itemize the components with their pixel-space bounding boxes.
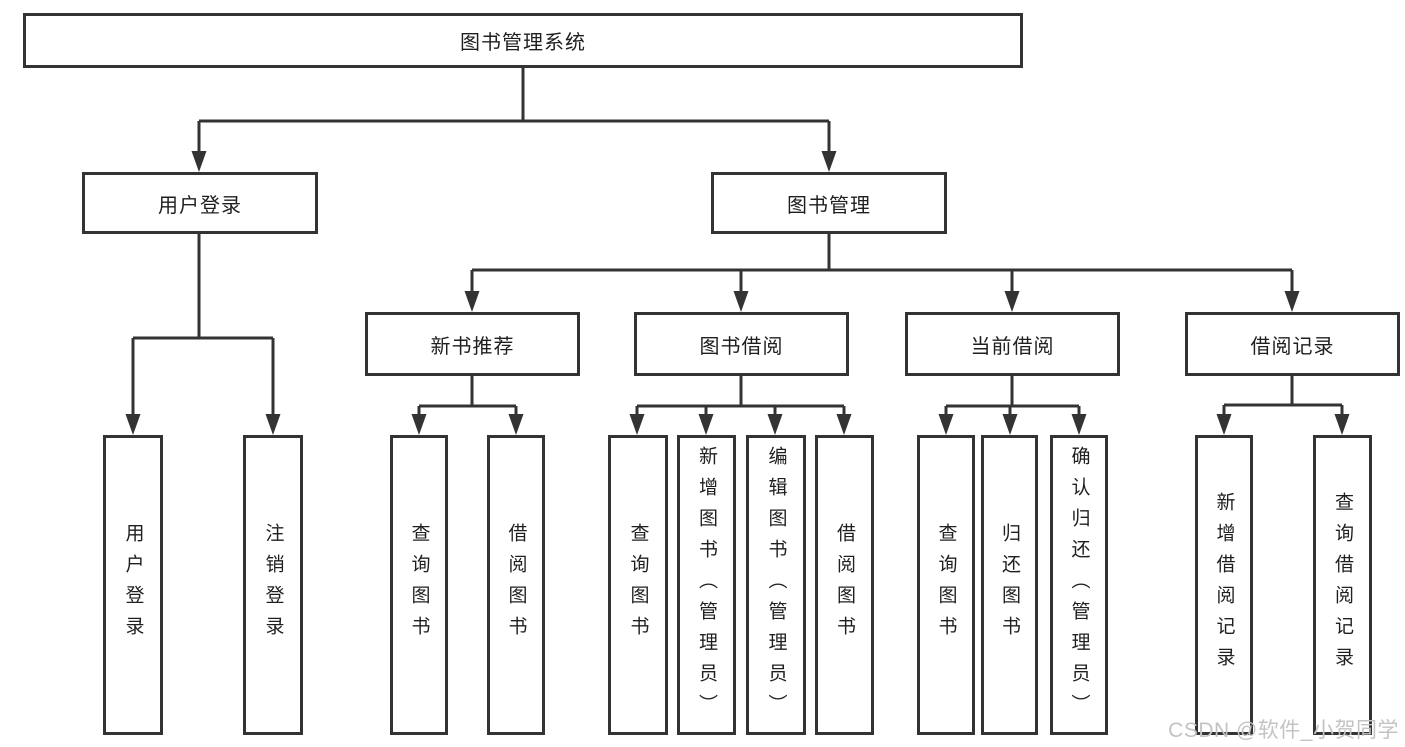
node-borrowing-records-label: 借阅记录 bbox=[1250, 335, 1335, 358]
node-borrow-book-label: 借阅图书 bbox=[505, 523, 527, 647]
node-add-book-admin: 新增图书（管理员） bbox=[677, 435, 736, 735]
node-edit-book-admin: 编辑图书（管理员） bbox=[746, 435, 806, 735]
node-new-book-recommendation-label: 新书推荐 bbox=[430, 335, 515, 358]
node-user-login: 用户登录 bbox=[82, 172, 318, 234]
node-add-borrow-record: 新增借阅记录 bbox=[1195, 435, 1253, 735]
node-logout-action: 注销登录 bbox=[243, 435, 303, 735]
node-borrowing-records: 借阅记录 bbox=[1185, 312, 1400, 376]
node-logout-action-label: 注销登录 bbox=[262, 523, 284, 647]
node-current-borrowing-label: 当前借阅 bbox=[970, 335, 1055, 358]
node-login-action: 用户登录 bbox=[103, 435, 163, 735]
node-borrow-book: 借阅图书 bbox=[487, 435, 545, 735]
node-confirm-return-admin-label: 确认归还（管理员） bbox=[1068, 445, 1090, 725]
node-return-book-label: 归还图书 bbox=[999, 523, 1020, 647]
node-query-book-label: 查询图书 bbox=[408, 523, 430, 647]
node-query-book: 查询图书 bbox=[917, 435, 975, 735]
node-query-book: 查询图书 bbox=[390, 435, 448, 735]
node-borrow-book-label: 借阅图书 bbox=[834, 523, 855, 647]
node-query-borrow-record-label: 查询借阅记录 bbox=[1332, 492, 1353, 678]
node-add-borrow-record-label: 新增借阅记录 bbox=[1213, 492, 1235, 678]
node-query-book-label: 查询图书 bbox=[627, 523, 649, 647]
node-edit-book-admin-label: 编辑图书（管理员） bbox=[765, 445, 787, 725]
node-book-management-label: 图书管理 bbox=[787, 194, 871, 217]
node-confirm-return-admin: 确认归还（管理员） bbox=[1050, 435, 1108, 735]
node-add-book-admin-label: 新增图书（管理员） bbox=[696, 445, 717, 725]
watermark: CSDN @软件_小贺同学 bbox=[1168, 719, 1399, 742]
node-query-book: 查询图书 bbox=[608, 435, 668, 735]
node-new-book-recommendation: 新书推荐 bbox=[365, 312, 580, 376]
node-borrow-book: 借阅图书 bbox=[815, 435, 874, 735]
node-query-borrow-record: 查询借阅记录 bbox=[1313, 435, 1372, 735]
node-book-borrowing: 图书借阅 bbox=[634, 312, 849, 376]
node-root-label: 图书管理系统 bbox=[460, 32, 586, 54]
node-user-login-label: 用户登录 bbox=[158, 194, 242, 217]
node-query-book-label: 查询图书 bbox=[935, 523, 957, 647]
node-book-borrowing-label: 图书借阅 bbox=[699, 335, 784, 358]
node-root: 图书管理系统 bbox=[23, 13, 1023, 68]
node-book-management: 图书管理 bbox=[711, 172, 947, 234]
node-return-book: 归还图书 bbox=[981, 435, 1038, 735]
node-login-action-label: 用户登录 bbox=[122, 523, 144, 647]
node-current-borrowing: 当前借阅 bbox=[905, 312, 1120, 376]
